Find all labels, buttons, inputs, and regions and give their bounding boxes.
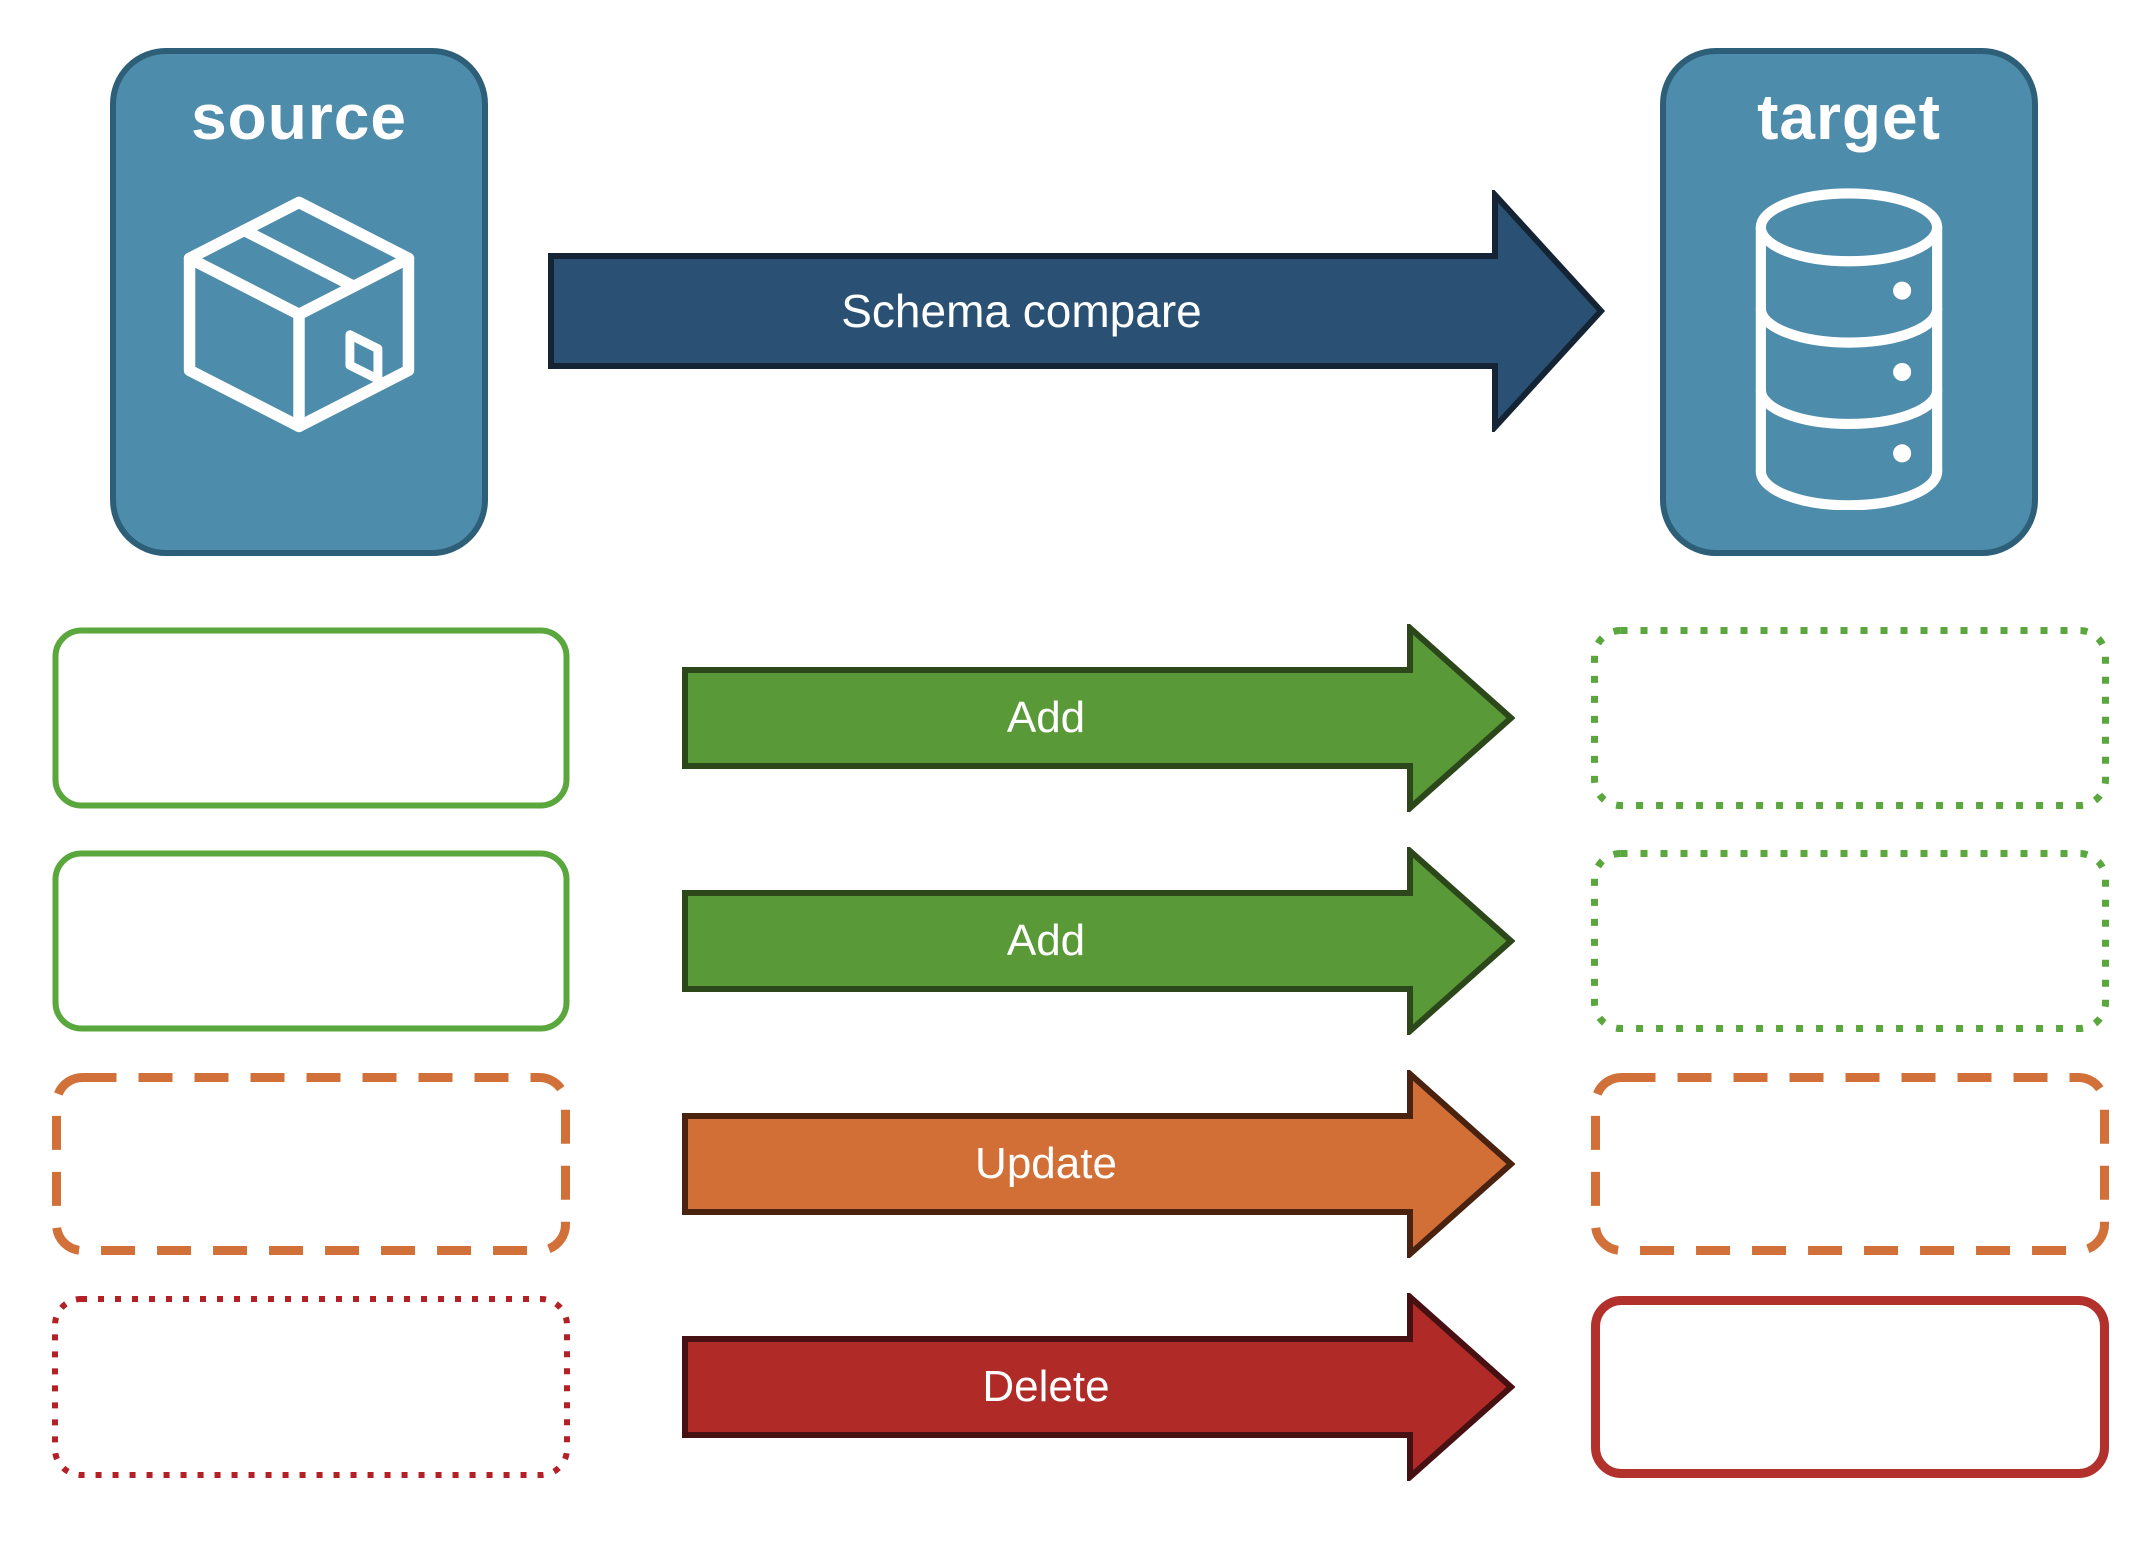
target-object-box-new-obja: New_ObjA	[1591, 627, 2109, 809]
box-border	[52, 627, 570, 809]
box-border	[52, 850, 570, 1032]
action-arrow-label: Add	[1006, 916, 1086, 965]
schema-compare-arrow: Schema compare	[548, 190, 1606, 432]
package-icon	[183, 196, 415, 433]
action-arrow-shape	[682, 1293, 1515, 1481]
target-object-box-new-objb: New_ObjB	[1591, 850, 2109, 1032]
box-border	[1591, 850, 2109, 1032]
action-arrow-shape	[682, 847, 1515, 1035]
database-icon	[1755, 188, 1943, 510]
box-border	[52, 1073, 570, 1255]
box-border	[1591, 1073, 2109, 1255]
source-object-box-del-objd: Del_ObjD	[52, 1296, 570, 1478]
target-node-label: target	[1757, 81, 1941, 153]
target-object-box-mod-objc: Mod_ObjC	[1591, 1073, 2109, 1255]
source-object-box-mod-objc: Mod_ObjC	[52, 1073, 570, 1255]
action-arrow-add-obja: Add	[682, 624, 1515, 812]
box-border	[1591, 627, 2109, 809]
action-arrow-shape	[682, 624, 1515, 812]
schema-compare-label: Schema compare	[841, 285, 1202, 337]
schema-compare-arrow-shape	[548, 190, 1606, 432]
box-border	[1591, 1296, 2109, 1478]
action-arrow-shape	[682, 1070, 1515, 1258]
target-node: target	[1660, 48, 2038, 556]
action-arrow-add-objb: Add	[682, 847, 1515, 1035]
action-arrow-update-objc: Update	[682, 1070, 1515, 1258]
source-object-box-new-obja: New_ObjA	[52, 627, 570, 809]
action-arrow-label: Add	[1006, 693, 1086, 742]
source-object-box-new-objb: New_ObjB	[52, 850, 570, 1032]
action-arrow-label: Update	[975, 1139, 1117, 1188]
box-border	[52, 1296, 570, 1478]
source-node-label: source	[191, 81, 407, 153]
action-arrow-label: Delete	[982, 1362, 1110, 1411]
target-object-box-del-objd: Del_ObjD	[1591, 1296, 2109, 1478]
action-arrow-delete-objd: Delete	[682, 1293, 1515, 1481]
source-node: source	[110, 48, 488, 556]
